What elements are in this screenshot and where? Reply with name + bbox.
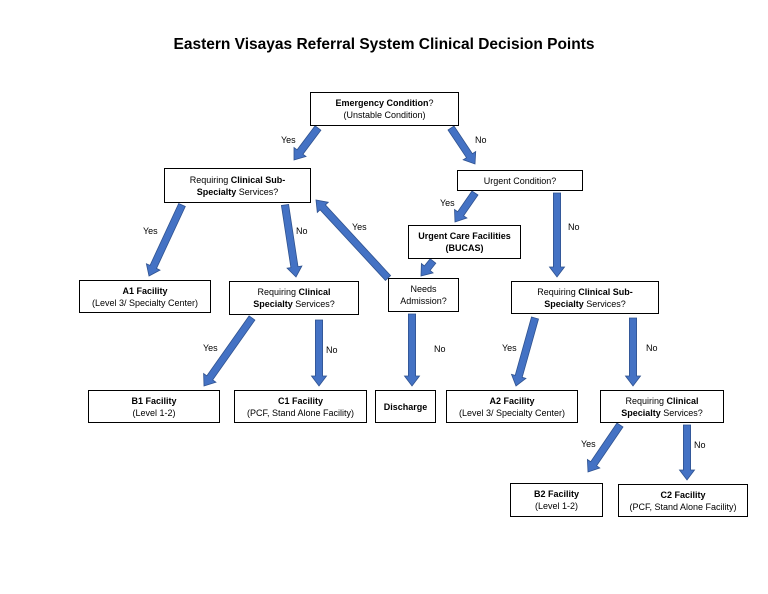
label-no-spec2: No [694, 440, 706, 450]
label-yes-spec1: Yes [203, 343, 218, 353]
arrow-urgent-to-subspec2 [548, 192, 566, 278]
node-b2-facility: B2 Facility (Level 1-2) [510, 483, 603, 517]
arrow-spec1-to-b1 [203, 315, 256, 387]
arrow-admission-to-discharge [403, 313, 421, 387]
node-requiring-specialty-1: Requiring Clinical Specialty Services? [229, 281, 359, 315]
label-no-subspec2: No [646, 343, 658, 353]
label-yes-emergency: Yes [281, 135, 296, 145]
arrow-urgent-to-ucf [454, 190, 479, 223]
node-a1-facility: A1 Facility (Level 3/ Specialty Center) [79, 280, 211, 313]
label-no-spec1: No [326, 345, 338, 355]
arrow-subspec1-to-spec1 [280, 204, 303, 278]
arrow-subspec1-to-a1 [145, 202, 186, 277]
arrow-subspec2-to-a2 [510, 316, 539, 387]
label-no-urgent: No [568, 222, 580, 232]
label-yes-urgent: Yes [440, 198, 455, 208]
arrow-ucf-to-admission [420, 258, 437, 277]
node-urgent-care-facilities: Urgent Care Facilities (BUCAS) [408, 225, 521, 259]
label-yes-subspec2: Yes [502, 343, 517, 353]
node-c1-facility: C1 Facility (PCF, Stand Alone Facility) [234, 390, 367, 423]
diagram-title: Eastern Visayas Referral System Clinical… [173, 36, 595, 53]
label-no-subspec1: No [296, 226, 308, 236]
arrow-spec1-to-c1 [310, 319, 328, 387]
label-no-emergency: No [475, 135, 487, 145]
label-yes-admission: Yes [352, 222, 367, 232]
node-b1-facility: B1 Facility (Level 1-2) [88, 390, 220, 423]
node-requiring-sub-specialty-2: Requiring Clinical Sub- Specialty Servic… [511, 281, 659, 314]
arrow-emergency-to-urgent [447, 125, 477, 165]
arrow-spec2-to-c2 [678, 424, 696, 481]
label-yes-spec2: Yes [581, 439, 596, 449]
node-requiring-sub-specialty-1: Requiring Clinical Sub- Specialty Servic… [164, 168, 311, 203]
label-no-admission: No [434, 344, 446, 354]
node-needs-admission: Needs Admission? [388, 278, 459, 312]
arrow-emergency-to-subspec1 [293, 125, 322, 161]
arrow-subspec2-to-spec2 [624, 317, 642, 387]
node-discharge: Discharge [375, 390, 436, 423]
node-emergency-condition: Emergency Condition? (Unstable Condition… [310, 92, 459, 126]
node-a2-facility: A2 Facility (Level 3/ Specialty Center) [446, 390, 578, 423]
node-urgent-condition: Urgent Condition? [457, 170, 583, 191]
node-c2-facility: C2 Facility (PCF, Stand Alone Facility) [618, 484, 748, 517]
arrow-admission-to-subspec1 [315, 199, 392, 281]
label-yes-subspec1: Yes [143, 226, 158, 236]
arrow-spec2-to-b2 [586, 422, 624, 473]
node-requiring-specialty-2: Requiring Clinical Specialty Services? [600, 390, 724, 423]
